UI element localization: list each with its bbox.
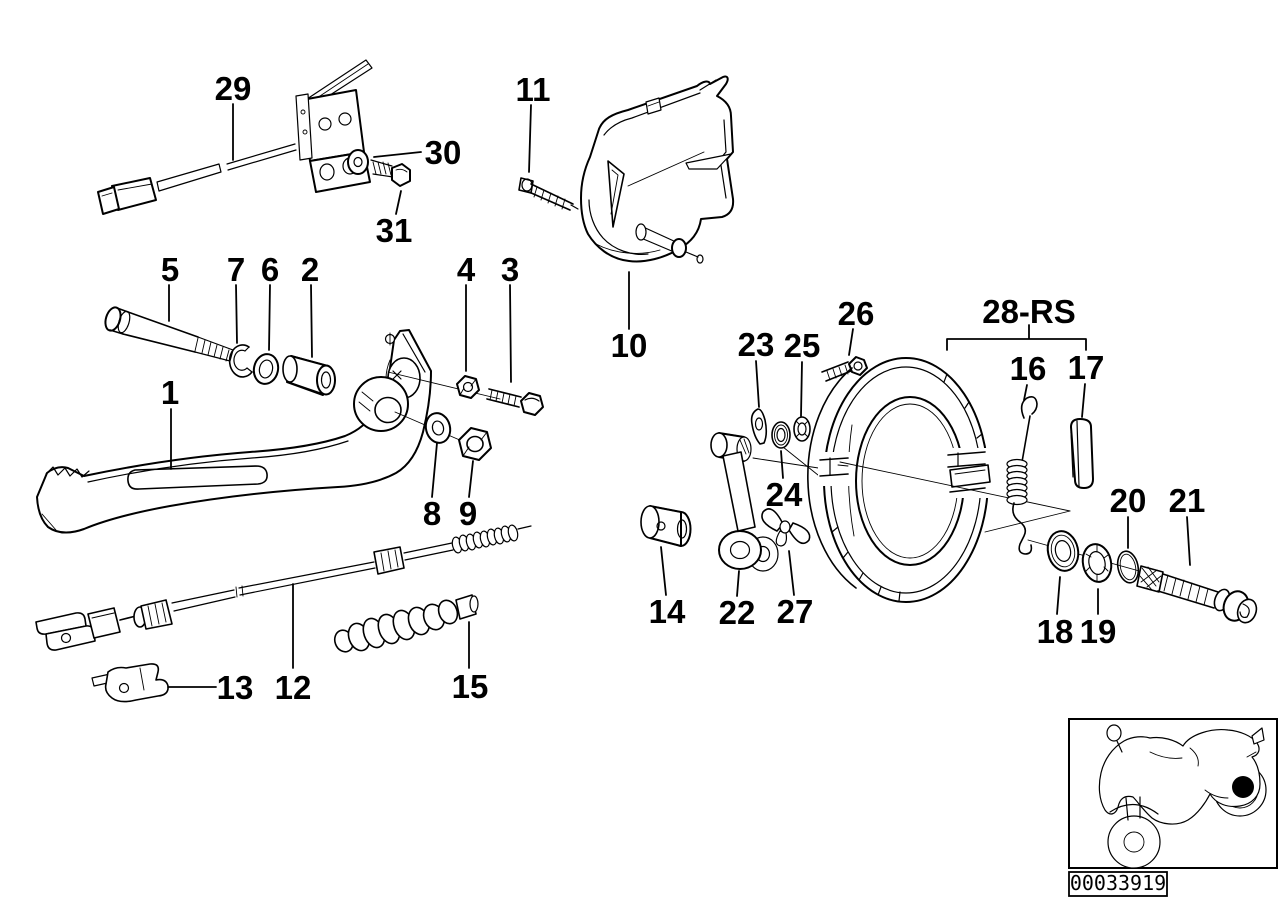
part-screw-11 xyxy=(518,177,579,211)
callout-29: 29 xyxy=(215,70,252,107)
callout-3: 3 xyxy=(501,251,519,288)
callout-15: 15 xyxy=(452,668,489,705)
part-brake-lever xyxy=(710,432,779,572)
part-bolt-3 xyxy=(486,388,544,416)
projection-line xyxy=(839,461,1071,512)
callout-26: 26 xyxy=(838,295,875,332)
callout-16: 16 xyxy=(1010,350,1047,387)
callout-6: 6 xyxy=(261,251,279,288)
callout-17: 17 xyxy=(1068,349,1105,386)
part-washer-6 xyxy=(252,353,280,385)
callout-19: 19 xyxy=(1080,613,1117,650)
part-washer-8 xyxy=(424,412,452,444)
callout-27: 27 xyxy=(777,593,814,630)
callout-20: 20 xyxy=(1110,482,1147,519)
part-washer-25 xyxy=(793,416,811,442)
callout-9: 9 xyxy=(459,495,477,532)
part-rubber-boot xyxy=(333,594,479,653)
part-circlip-7 xyxy=(228,344,253,378)
part-nut-4 xyxy=(456,375,480,399)
part-wing-nut-27 xyxy=(761,508,811,547)
callout-30: 30 xyxy=(425,134,462,171)
part-washer-30 xyxy=(347,149,369,175)
callout-22: 22 xyxy=(719,594,756,631)
callout-5: 5 xyxy=(161,251,179,288)
part-bolt-26 xyxy=(821,356,868,382)
part-brake-shoes xyxy=(807,357,991,603)
image-code: 00033919 xyxy=(1070,871,1166,895)
part-bolt-5 xyxy=(104,306,234,362)
part-spacer-14 xyxy=(640,505,692,547)
leader-lines xyxy=(167,103,1191,688)
callout-11: 11 xyxy=(516,71,551,108)
part-brake-cover xyxy=(580,75,735,264)
callout-28-rs: 28-RS xyxy=(982,293,1076,330)
part-clip-13 xyxy=(91,663,169,703)
bracket-28rs xyxy=(946,324,1087,351)
part-bolt-31 xyxy=(370,159,411,187)
callout-8: 8 xyxy=(423,495,441,532)
callout-21: 21 xyxy=(1169,482,1206,519)
part-brake-cable xyxy=(35,524,532,651)
part-plate-23 xyxy=(750,408,768,445)
callout-12: 12 xyxy=(275,669,312,706)
callout-7: 7 xyxy=(227,251,245,288)
callout-23: 23 xyxy=(738,326,775,363)
projection-line xyxy=(782,446,824,480)
part-washer-24 xyxy=(771,421,791,449)
part-spring-16 xyxy=(1006,396,1038,555)
rear-wheel-marker xyxy=(1232,776,1254,798)
callout-4: 4 xyxy=(457,251,476,288)
part-brake-pedal xyxy=(36,329,432,534)
callout-14: 14 xyxy=(649,593,686,630)
projection-line xyxy=(387,371,501,400)
callout-18: 18 xyxy=(1037,613,1074,650)
motorcycle-rear-wheel-icon xyxy=(1098,724,1267,869)
part-washer-18 xyxy=(1046,530,1080,572)
part-washer-19 xyxy=(1081,543,1113,583)
callout-25: 25 xyxy=(784,327,821,364)
part-nut-9 xyxy=(458,427,492,461)
part-oring-20 xyxy=(1116,550,1140,584)
part-adjusting-screw-21 xyxy=(1136,565,1258,624)
projection-line xyxy=(984,510,1071,533)
callout-1: 1 xyxy=(161,374,179,411)
thumbnail-box: 00033919 xyxy=(1068,718,1278,897)
callout-31: 31 xyxy=(376,212,413,249)
callout-2: 2 xyxy=(301,251,319,288)
callout-24: 24 xyxy=(766,476,803,513)
part-bushing-2 xyxy=(282,355,336,396)
callout-13: 13 xyxy=(217,669,254,706)
image-code-box xyxy=(1068,871,1168,897)
part-sleeve-17 xyxy=(1070,418,1094,489)
callout-10: 10 xyxy=(611,327,648,364)
